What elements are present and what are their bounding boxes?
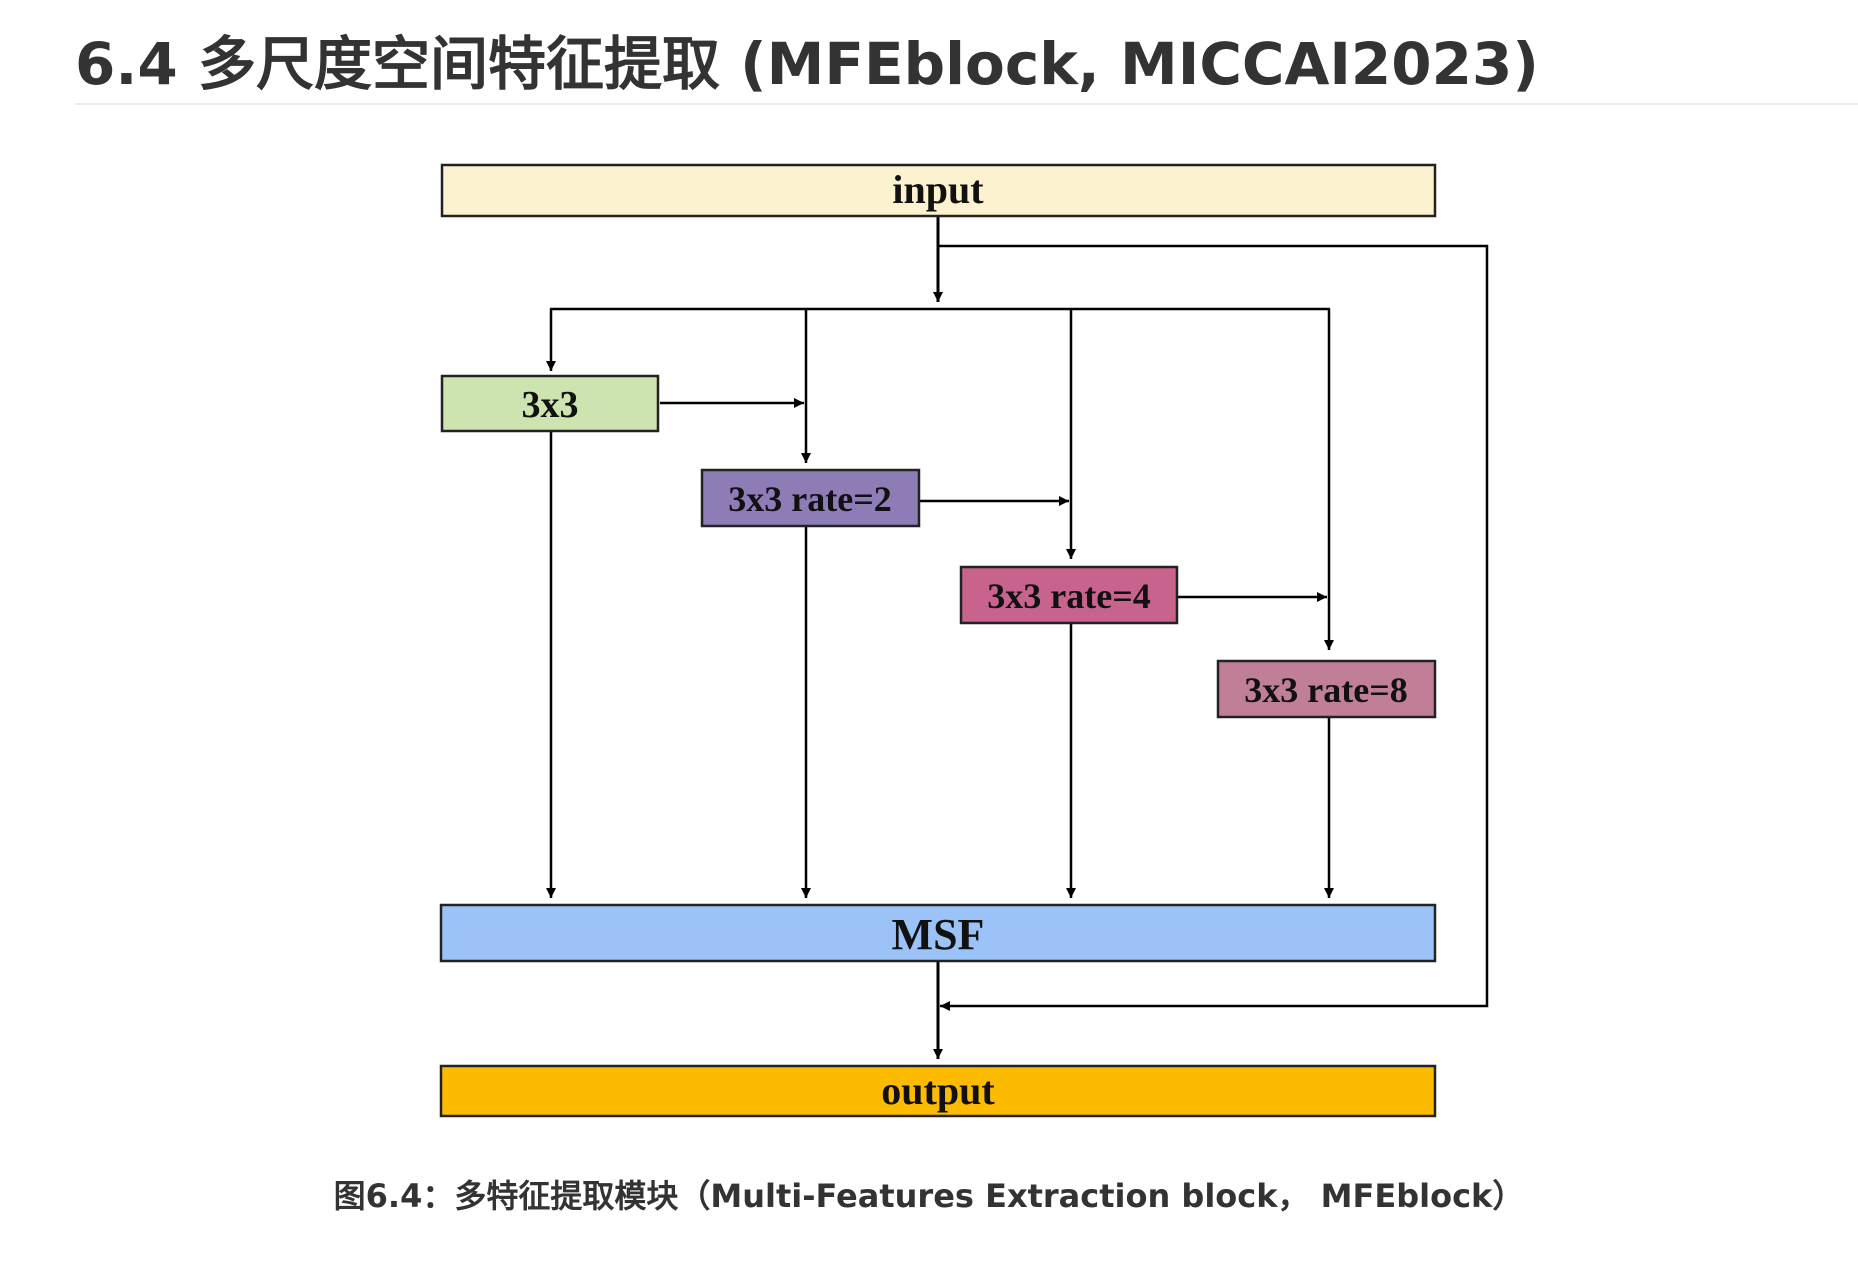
input-label: input [892, 167, 984, 212]
residual-skip-path [938, 244, 1489, 1011]
conv2-block: 3x3 rate=2 [700, 468, 921, 528]
conv1-label: 3x3 [522, 384, 579, 426]
conv4-block: 3x3 rate=8 [1216, 659, 1437, 719]
page-title: 6.4 多尺度空间特征提取 (MFEblock, MICCAI2023) [75, 30, 1539, 98]
conv2-box [700, 468, 921, 528]
conv4-box [1216, 659, 1437, 719]
conv3-box [959, 565, 1179, 625]
conv3-block: 3x3 rate=4 [959, 565, 1179, 625]
output-box [439, 1064, 1437, 1118]
msf-block: MSF [439, 903, 1437, 963]
output-block: output [439, 1064, 1437, 1118]
conv1-block: 3x3 [440, 374, 660, 433]
conv4-label: 3x3 rate=8 [1244, 670, 1407, 710]
conv2-label: 3x3 rate=2 [728, 479, 891, 519]
connectors [546, 216, 1489, 1059]
output-label: output [881, 1068, 995, 1113]
input-block: input [440, 163, 1437, 218]
input-box [440, 163, 1437, 218]
conv3-label: 3x3 rate=4 [987, 576, 1150, 616]
heading-divider [75, 103, 1858, 105]
figure-caption: 图6.4：多特征提取模块（Multi-Features Extraction b… [333, 1177, 1525, 1215]
msf-label: MSF [892, 910, 985, 959]
msf-box [439, 903, 1437, 963]
conv1-box [440, 374, 660, 433]
